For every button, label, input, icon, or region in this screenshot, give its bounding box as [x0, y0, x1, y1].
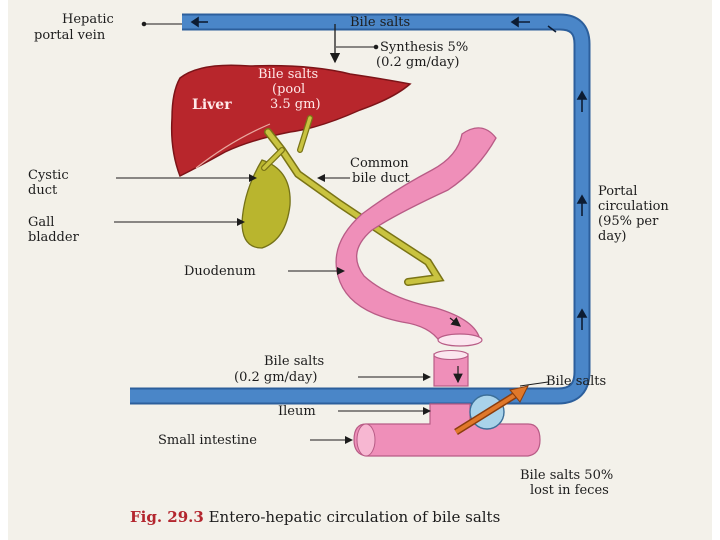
label-portal-vein: portal vein [34, 28, 106, 43]
label-common: Common [350, 156, 409, 171]
pool-label-3: 3.5 gm) [270, 97, 321, 112]
reabsorption-arrow [454, 385, 529, 435]
label-hepatic: Hepatic [62, 12, 114, 27]
label-duodenum: Duodenum [184, 264, 256, 279]
flow-arrows [190, 16, 588, 330]
label-cystic: Cystic [28, 168, 69, 183]
label-bladder: bladder [28, 230, 79, 245]
duodenum-opening [437, 333, 483, 347]
pool-label-1: Bile salts [258, 67, 319, 82]
label-bile-salts-top: Bile salts [350, 15, 411, 30]
small-intestine-shape [353, 403, 541, 457]
figure-number: Fig. 29.3 [130, 508, 204, 526]
duodenum-shape [335, 127, 497, 343]
label-portal: Portal [598, 184, 638, 199]
label-day: day) [598, 229, 627, 244]
figure-caption: Fig. 29.3 Entero-hepatic circulation of … [130, 508, 500, 526]
liver-shape [170, 64, 412, 178]
label-small-intestine: Small intestine [158, 433, 257, 448]
label-gall: Gall [28, 215, 55, 230]
label-lost-2: lost in feces [530, 483, 609, 498]
label-duct: duct [28, 183, 58, 198]
label-synthesis: Synthesis 5% [380, 40, 469, 55]
pool-label-2: (pool [272, 82, 306, 97]
portal-vein-circuit [130, 13, 591, 405]
label-lost-1: Bile salts 50% [520, 468, 614, 483]
leader-lines [114, 21, 549, 444]
label-circulation: circulation [598, 199, 669, 214]
figure-title: Entero-hepatic circulation of bile salts [208, 508, 501, 526]
label-bile-salts-right: Bile salts [546, 374, 607, 389]
label-bile-duct: bile duct [352, 171, 410, 186]
label-synthesis-amount: (0.2 gm/day) [376, 55, 460, 70]
ileum-shape [433, 349, 469, 387]
liver-label: Liver [192, 97, 232, 113]
label-bile-salts-mid-amount: (0.2 gm/day) [234, 370, 318, 385]
label-bile-salts-mid: Bile salts [264, 354, 325, 369]
label-ileum: Ileum [278, 404, 316, 419]
gall-bladder-shape [241, 159, 291, 249]
label-95-per: (95% per [598, 214, 659, 229]
